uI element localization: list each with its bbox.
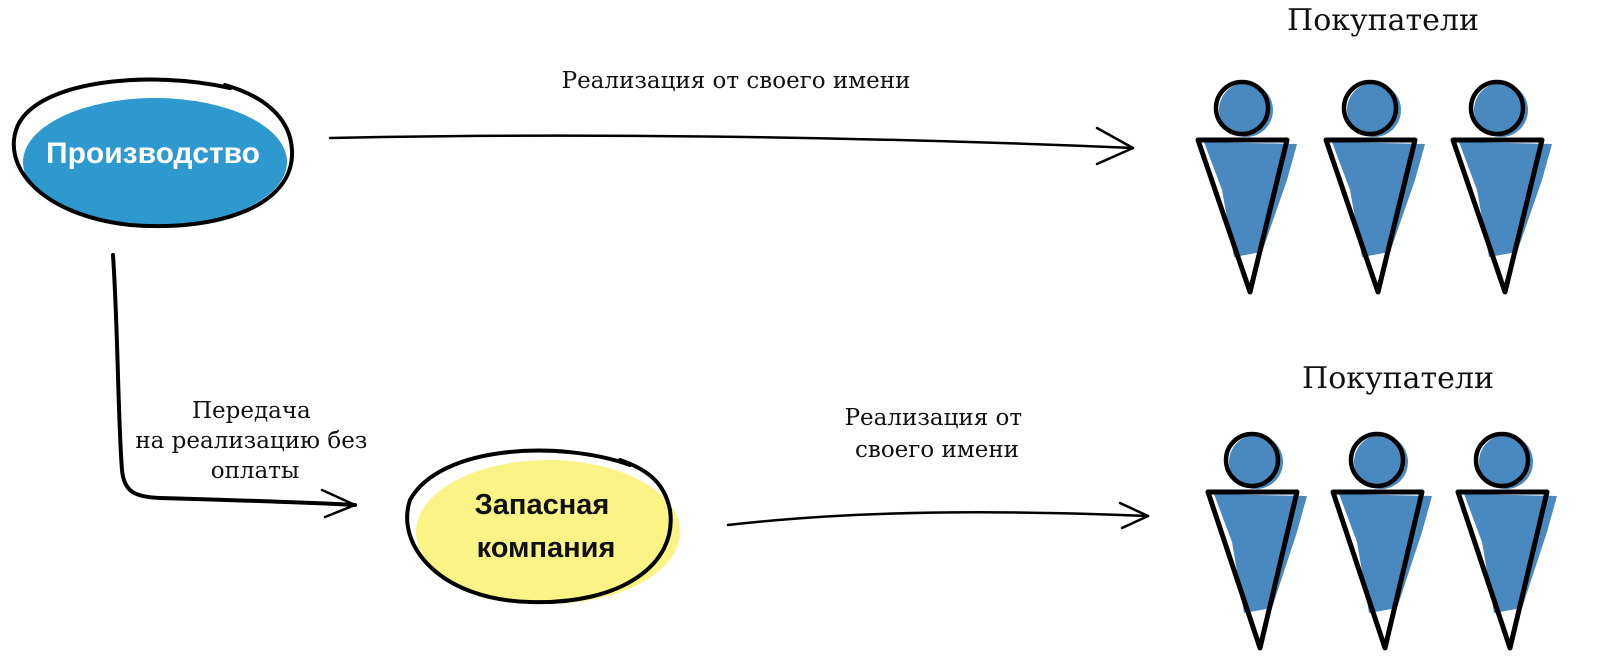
bottom-sale-label: Реализация от своего имени (845, 405, 1030, 463)
buyer-person-icon (1323, 79, 1425, 295)
person-body-fill (1332, 142, 1425, 257)
person-body-outline (1205, 489, 1300, 651)
production-outline (11, 77, 295, 229)
edge-top-sale: Реализация от своего имени (328, 68, 1135, 166)
person-body-fill (1464, 494, 1557, 613)
reserve-company-fill (416, 460, 680, 604)
top-sale-label: Реализация от своего имени (562, 68, 911, 94)
buyer-person-icon (1455, 431, 1557, 651)
person-head-outline (1468, 79, 1526, 137)
reserve-company-label-line-2: компания (477, 532, 616, 564)
reserve-company-label-line-1: Запасная (475, 489, 610, 521)
person-head-fill (1474, 83, 1528, 137)
person-head-outline (1223, 431, 1281, 489)
top-buyers-title: Покупатели (1287, 3, 1479, 38)
person-head-fill (1219, 83, 1273, 137)
edge-bottom-sale: Реализация от своего имени (726, 405, 1150, 530)
buyer-person-icon (1195, 79, 1297, 295)
top-sale-arrowhead (1095, 126, 1135, 166)
person-body-outline (1330, 489, 1425, 651)
buyer-person-icon (1205, 431, 1307, 651)
person-head-fill (1229, 435, 1283, 489)
person-head-fill (1347, 83, 1401, 137)
bottom-sale-label-line-1: Реализация от (845, 405, 1023, 431)
person-head-fill (1354, 435, 1408, 489)
person-head-outline (1348, 431, 1406, 489)
person-head-fill (1479, 435, 1533, 489)
top-buyers-group (1195, 79, 1552, 295)
transfer-label-line-1: Передача (192, 398, 311, 424)
bottom-sale-arrow-line (726, 511, 1150, 527)
transfer-arrow-line (111, 253, 357, 507)
bottom-sale-arrowhead (1118, 501, 1150, 530)
person-body-fill (1339, 494, 1432, 613)
person-body-fill (1459, 142, 1552, 257)
person-head-outline (1341, 79, 1399, 137)
transfer-label: Передача на реализацию без оплаты (135, 398, 374, 484)
person-body-outline (1323, 137, 1418, 295)
production-fill (23, 98, 287, 226)
transfer-label-line-2: на реализацию без (135, 428, 367, 454)
person-body-outline (1450, 137, 1545, 295)
bottom-buyers-group (1205, 431, 1557, 651)
person-head-outline (1473, 431, 1531, 489)
top-sale-arrow-line (328, 134, 1135, 150)
bottom-buyers-title: Покупатели (1302, 361, 1494, 396)
reserve-company-outline (405, 448, 673, 605)
transfer-label-line-3: оплаты (211, 458, 300, 484)
node-reserve-company: Запасная компания (405, 448, 680, 605)
person-head-outline (1213, 79, 1271, 137)
buyer-person-icon (1450, 79, 1552, 295)
bottom-sale-label-line-2: своего имени (855, 437, 1019, 463)
person-body-outline (1195, 137, 1290, 295)
production-label: Производство (46, 137, 260, 170)
reserve-company-label: Запасная компания (475, 489, 618, 564)
buyer-person-icon (1330, 431, 1432, 651)
transfer-arrowhead (320, 488, 357, 519)
node-production: Производство (11, 77, 295, 229)
person-body-outline (1455, 489, 1550, 651)
person-body-fill (1204, 142, 1297, 257)
person-body-fill (1214, 494, 1307, 613)
edge-transfer: Передача на реализацию без оплаты (111, 253, 374, 519)
